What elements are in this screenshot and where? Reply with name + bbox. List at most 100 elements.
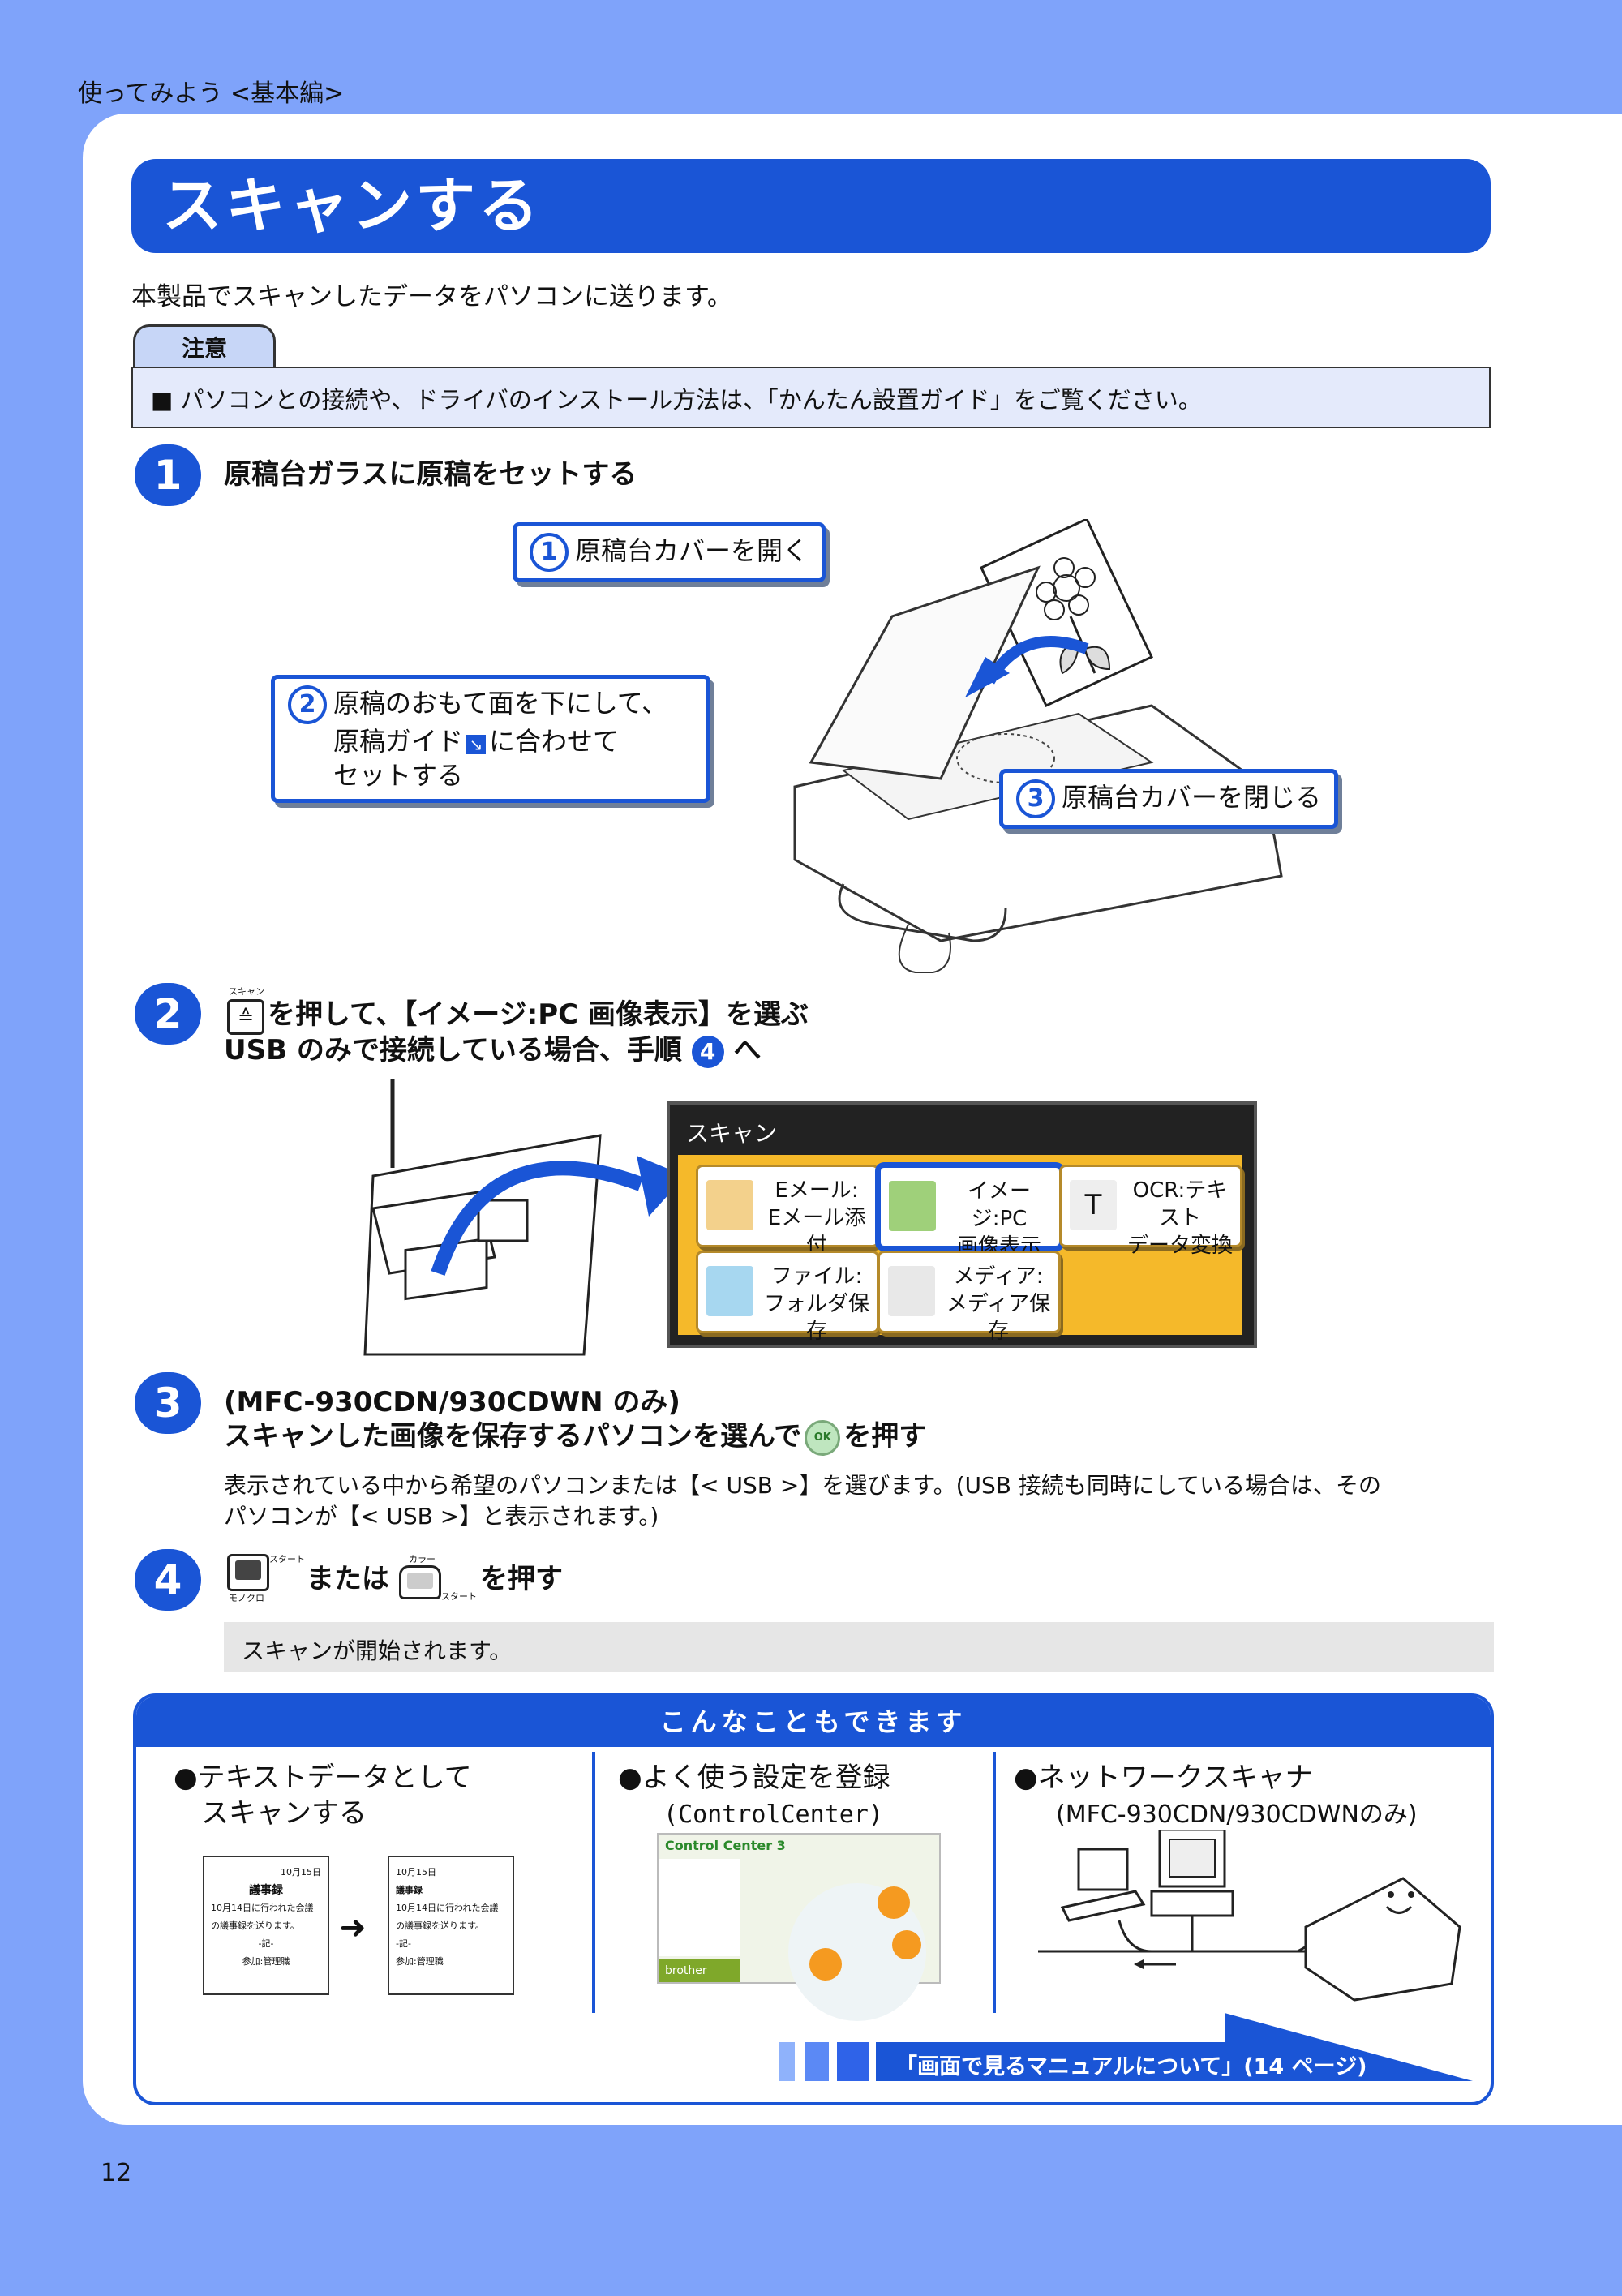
email-attach-label1: Eメール:: [775, 1178, 859, 1203]
ocr-label1: OCR:テキスト: [1132, 1178, 1228, 1230]
media-save-label1: メディア:: [953, 1264, 1044, 1289]
folder-icon: [706, 1266, 753, 1316]
caution-tab-label: 注意: [181, 335, 227, 362]
scan-key-icon: ≙: [227, 999, 264, 1035]
col3-line2: (MFC-930CDN/930CDWNのみ): [1056, 1800, 1418, 1829]
col1-line1: テキストデータとして: [197, 1762, 472, 1794]
media-card-icon: [888, 1266, 935, 1316]
doc-line4: 参加:管理職: [242, 1956, 290, 1967]
control-panel-illustration: [363, 1079, 685, 1356]
bullet-icon: ●: [174, 1762, 198, 1794]
lcd-title: スキャン: [686, 1120, 778, 1147]
col1-line2: スキャンする: [201, 1797, 367, 1830]
page-title: スキャンする: [162, 171, 542, 241]
stripe: [837, 2042, 869, 2081]
media-save-label2: メディア保存: [946, 1292, 1051, 1344]
mono-start-key: [227, 1554, 269, 1591]
col1-title: ●テキストデータとして スキャンする: [174, 1760, 472, 1831]
flatbed-illustration: [793, 519, 1283, 973]
caution-tab: 注意: [133, 324, 276, 371]
document-guide-icon: ↘: [466, 735, 487, 754]
or-text: または: [307, 1563, 389, 1595]
control-center-title: Control Center 3: [665, 1838, 786, 1853]
ok-label: OK: [813, 1431, 831, 1444]
callout-2-line2: 原稿ガイド: [333, 726, 464, 757]
callout-2-line1: 原稿のおもて面を下にして、: [333, 688, 668, 719]
doc-title: 議事録: [249, 1884, 283, 1897]
doc2-line1: 10月14日に行われた会議: [396, 1903, 499, 1913]
callout-2-line2b: に合わせて: [489, 726, 620, 757]
col3-title: ●ネットワークスキャナ (MFC-930CDN/930CDWNのみ): [1014, 1760, 1418, 1833]
callout-1-text: 原稿台カバーを開く: [575, 535, 809, 566]
scanned-document-image: 10月15日 議事録 10月14日に行われた会議 の議事録を送ります。 -記- …: [203, 1856, 329, 1995]
color-start-key-face: [407, 1573, 433, 1589]
stripe: [805, 2042, 829, 2081]
text-document-icon: T: [1070, 1180, 1117, 1230]
color-start-caption: スタート: [441, 1591, 477, 1602]
doc-date: 10月15日: [281, 1867, 321, 1878]
step-3-body1: 表示されている中から希望のパソコンまたは【< USB >】を選びます。(USB …: [224, 1472, 1382, 1499]
step-4-number: 4: [135, 1549, 201, 1611]
col3-line1: ネットワークスキャナ: [1037, 1762, 1313, 1794]
press-text: を押す: [480, 1563, 563, 1595]
callout-2-line3: セットする: [333, 760, 464, 791]
step-1-title: 原稿台ガラスに原稿をセットする: [224, 458, 637, 491]
mono-caption: モノクロ: [229, 1593, 264, 1603]
doc-line3: -記-: [258, 1938, 274, 1949]
doc2-title: 議事録: [396, 1885, 423, 1895]
scan-key-caption: スキャン: [229, 986, 264, 997]
ocr-button[interactable]: T OCR:テキストデータ変換: [1059, 1165, 1242, 1258]
doc2-line3: -記-: [396, 1938, 411, 1949]
step-4-note: スキャンが開始されます。: [242, 1637, 513, 1664]
step-2-line2: USB のみで接続している場合、手順 4 へ: [224, 1032, 762, 1069]
manual-link[interactable]: 「画面で見るマニュアルについて」(14 ページ): [895, 2054, 1367, 2079]
stripe: [779, 2042, 795, 2081]
col2-title: ●よく使う設定を登録 (ControlCenter): [618, 1760, 890, 1833]
step-ref-4: 4: [691, 1035, 724, 1068]
file-folder-label1: ファイル:: [770, 1264, 863, 1289]
more-features-header: こんなこともできます: [136, 1697, 1491, 1747]
more-features-title: こんなこともできます: [659, 1706, 968, 1737]
section-label: 使ってみよう <基本編>: [78, 79, 345, 108]
doc2-line4: 参加:管理職: [396, 1956, 444, 1967]
mono-start-key-face: [235, 1560, 261, 1580]
arrow-right-icon: ➜: [339, 1909, 367, 1946]
step-1-number: 1: [135, 444, 201, 506]
step-2-line2b: へ: [733, 1034, 762, 1066]
image-pc-label1: イメージ:PC: [967, 1179, 1031, 1231]
text-document-image: 10月15日 議事録 10月14日に行われた会議 の議事録を送ります。 -記- …: [388, 1856, 514, 1995]
callout-2-number: 2: [288, 685, 327, 724]
ocr-label2: データ変換: [1126, 1234, 1233, 1258]
caution-box: ■ パソコンとの接続や、ドライバのインストール方法は、「かんたん設置ガイド」をご…: [131, 367, 1491, 428]
mono-start-caption: スタート: [269, 1554, 305, 1564]
color-start-key: [399, 1565, 441, 1599]
step-3-body2: パソコンが【< USB >】と表示されます。): [224, 1503, 659, 1530]
control-center-sidebar: [659, 1859, 740, 1956]
step-3-line1: (MFC-930CDN/930CDWN のみ): [224, 1386, 680, 1418]
doc-line2: の議事録を送ります。: [211, 1920, 299, 1931]
bullet-icon: ●: [1014, 1762, 1038, 1794]
step-3-line2a: スキャンした画像を保存するパソコンを選んで: [224, 1420, 802, 1453]
step-2-line2a: USB のみで接続している場合、手順: [224, 1034, 682, 1066]
file-folder-button[interactable]: ファイル:フォルダ保存: [696, 1251, 879, 1344]
col2-line1: よく使う設定を登録: [642, 1762, 890, 1794]
media-save-button[interactable]: メディア: メディア保存: [878, 1251, 1061, 1344]
picture-icon: [889, 1181, 936, 1231]
orange-button: [892, 1930, 921, 1959]
brother-bar: brother: [659, 1959, 740, 1982]
step-3-number: 3: [135, 1372, 201, 1434]
ok-button-icon: OK: [805, 1419, 841, 1456]
brand-label: brother: [665, 1964, 707, 1977]
page-number: 12: [101, 2159, 132, 2187]
callout-3-number: 3: [1016, 779, 1055, 818]
step-3-line2b: を押す: [843, 1420, 927, 1453]
doc2-line2: の議事録を送ります。: [396, 1920, 484, 1931]
email-attach-button[interactable]: Eメール:Eメール添付: [696, 1165, 879, 1258]
orange-button: [809, 1948, 842, 1981]
step-4-note-box: スキャンが開始されます。: [224, 1622, 1494, 1672]
bullet-icon: ●: [618, 1762, 642, 1794]
callout-3-text: 原稿台カバーを閉じる: [1062, 782, 1322, 813]
